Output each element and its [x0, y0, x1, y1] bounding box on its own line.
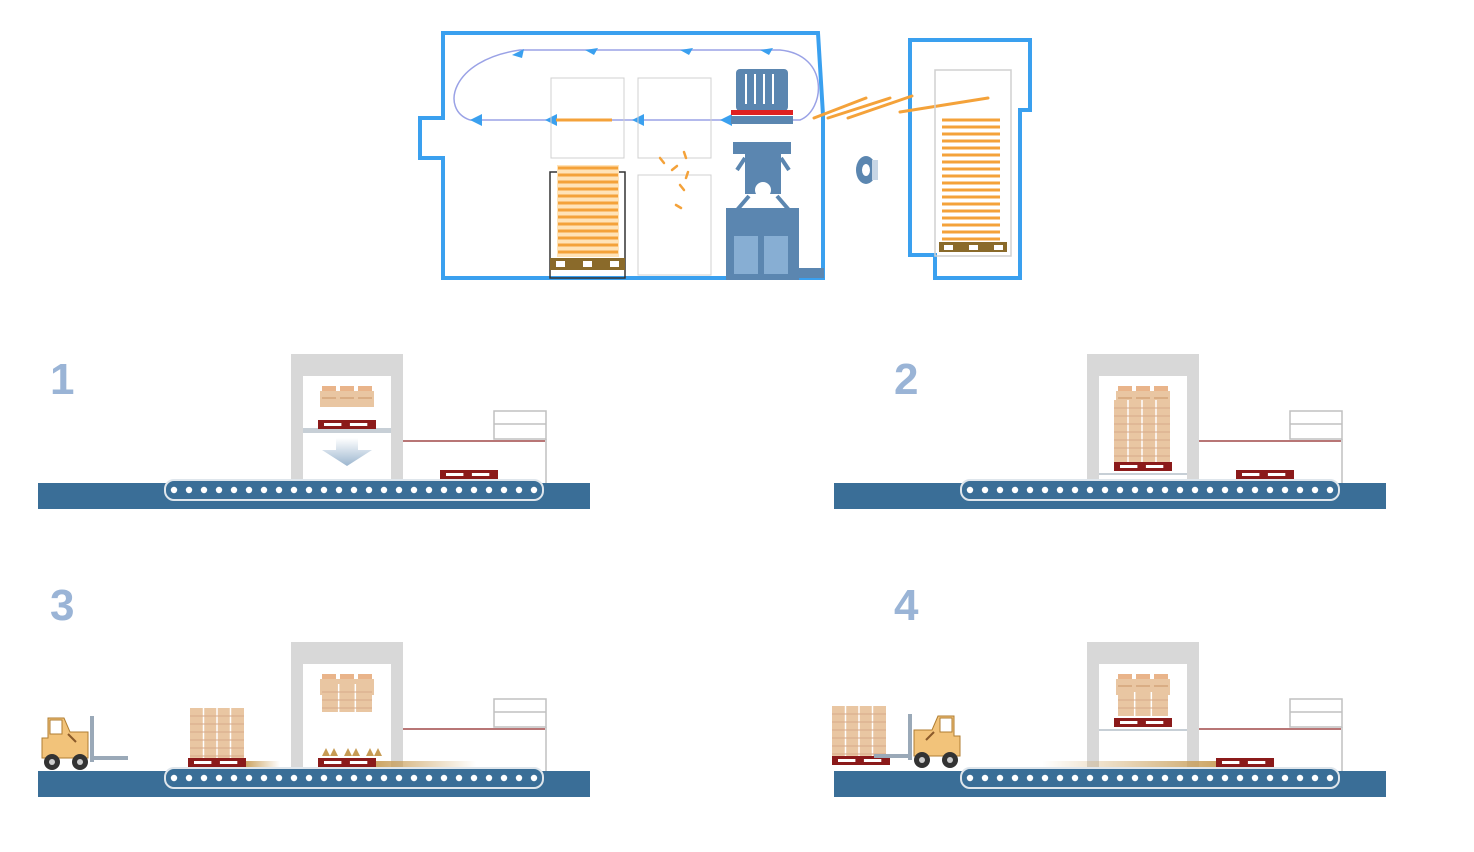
step-panel-4: 4 [832, 581, 1386, 797]
pallet [832, 756, 890, 765]
pallet [188, 758, 246, 767]
tall-crate-stack [1118, 692, 1168, 716]
produce-crate [320, 386, 338, 407]
tall-crate-stack [1114, 400, 1170, 462]
produce-crate [1134, 674, 1152, 695]
down-arrow [322, 438, 372, 466]
pallet [318, 758, 376, 767]
annex-storage-rack [934, 69, 1012, 257]
step-number-1: 1 [50, 355, 74, 404]
pallet [1216, 758, 1274, 767]
produce-crate [1152, 674, 1170, 695]
step-panel-1: 1 [38, 354, 590, 509]
main-building-outline [418, 31, 825, 280]
pallet [318, 420, 376, 429]
conveyor-rollers [966, 774, 1334, 782]
motion-trail [376, 761, 476, 767]
conveyor-rollers [170, 774, 538, 782]
tall-crate-stack [832, 706, 886, 756]
conveyor-rollers [966, 486, 1334, 494]
precooling-chamber [291, 354, 547, 484]
pallet [440, 470, 498, 479]
lift-platform [303, 428, 391, 433]
forklift [874, 714, 961, 768]
produce-tops [322, 748, 382, 756]
forklift [41, 716, 128, 770]
airflow-loop [453, 49, 820, 121]
wall-fan-icon [856, 156, 878, 184]
motion-trail [246, 761, 280, 767]
pallet [1114, 462, 1172, 471]
produce-crate [338, 386, 356, 407]
motion-trail [1042, 761, 1218, 767]
produce-crate [1116, 674, 1134, 695]
pallet [1236, 470, 1294, 479]
step-number-3: 3 [50, 581, 74, 630]
tall-crate-stack [190, 708, 244, 758]
room-partitions [550, 77, 712, 276]
falling-product [658, 150, 690, 210]
facility-overview [418, 31, 1032, 280]
step-panel-2: 2 [834, 354, 1386, 509]
pallet-stack-left [549, 165, 626, 279]
conveyor-rollers [170, 486, 538, 494]
step-panel-3: 3 [38, 581, 590, 797]
incoming-product-lines [812, 94, 990, 120]
cooling-fan-unit [726, 69, 824, 280]
step-number-4: 4 [894, 581, 919, 630]
step-number-2: 2 [894, 355, 918, 404]
pallet [1114, 718, 1172, 727]
produce-crate [356, 386, 374, 407]
tall-crate-stack [322, 684, 372, 712]
